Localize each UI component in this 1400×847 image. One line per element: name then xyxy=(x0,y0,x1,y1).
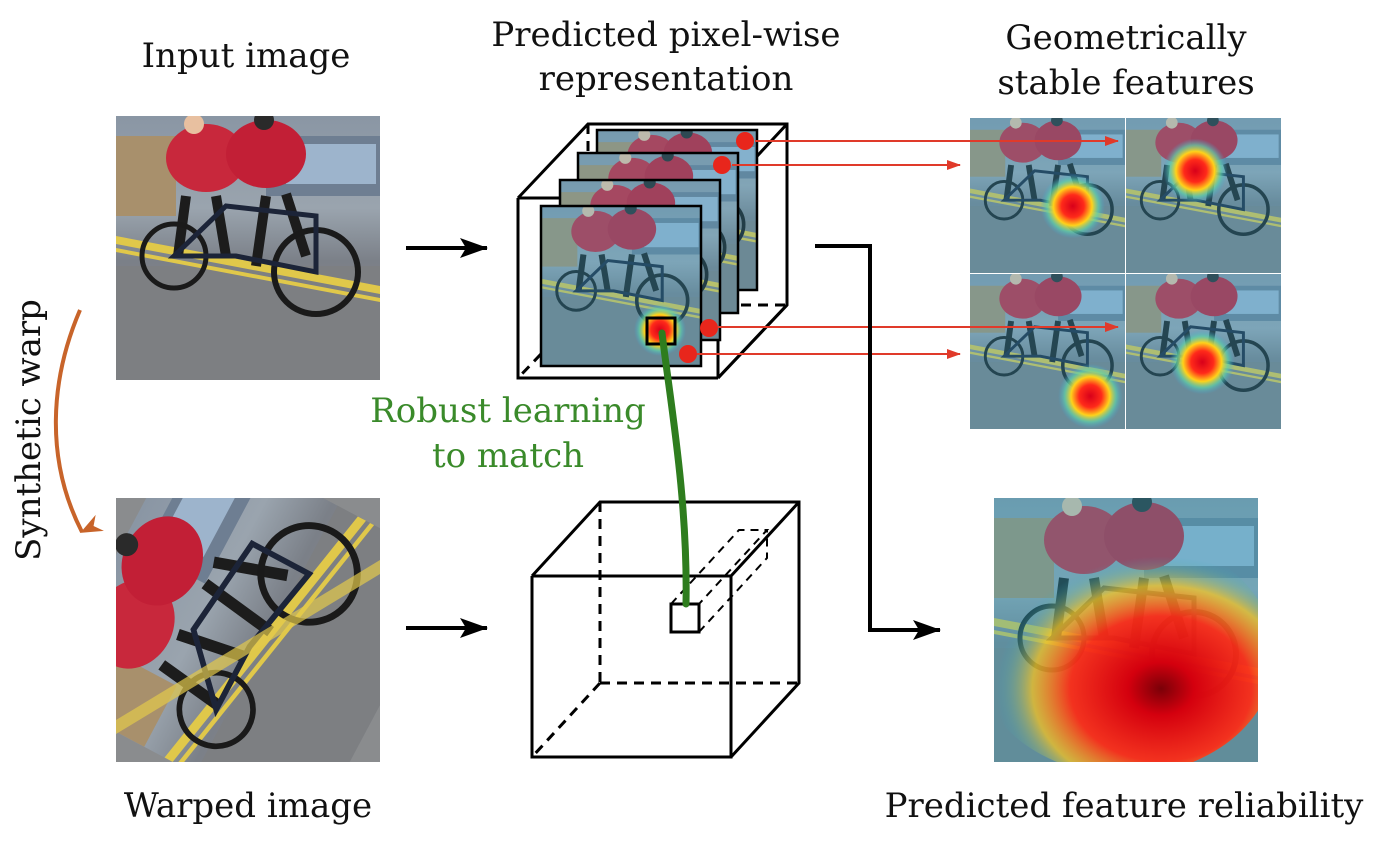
feature-cube xyxy=(516,122,789,380)
stable-features-grid xyxy=(970,118,1281,429)
warped-feature-cube xyxy=(530,500,801,759)
match-line xyxy=(658,329,690,608)
stable-features-title-line1: Geometrically xyxy=(1005,18,1247,58)
matched-patch xyxy=(669,529,770,634)
input-image-label: Input image xyxy=(142,36,351,76)
synthetic-warp-arrow xyxy=(53,309,104,533)
cube-to-reliability-arrow xyxy=(815,244,941,640)
pixelwise-title-line2: representation xyxy=(539,59,794,99)
feature-map-3 xyxy=(970,274,1125,429)
feature-map-1 xyxy=(970,118,1125,273)
stable-features-title-line2: stable features xyxy=(997,63,1254,103)
reliability-map xyxy=(994,498,1258,762)
robust-learning-label-line1: Robust learning xyxy=(370,391,646,431)
reliability-label: Predicted feature reliability xyxy=(885,786,1364,826)
feature-map-4 xyxy=(1126,274,1281,429)
feature-map-2 xyxy=(1126,118,1281,273)
pixelwise-title-line1: Predicted pixel-wise xyxy=(491,15,840,55)
feature-dot xyxy=(736,132,754,150)
feature-dot xyxy=(713,156,731,174)
robust-learning-label-line2: to match xyxy=(432,436,584,476)
feature-arrows xyxy=(679,132,1119,363)
input-image xyxy=(116,110,380,380)
feature-dot xyxy=(679,345,697,363)
feature-dot xyxy=(700,319,718,337)
synthetic-warp-label: Synthetic warp xyxy=(9,299,49,561)
warped-image xyxy=(116,498,380,762)
warped-image-label: Warped image xyxy=(124,786,372,826)
highlight-heat xyxy=(634,304,686,356)
